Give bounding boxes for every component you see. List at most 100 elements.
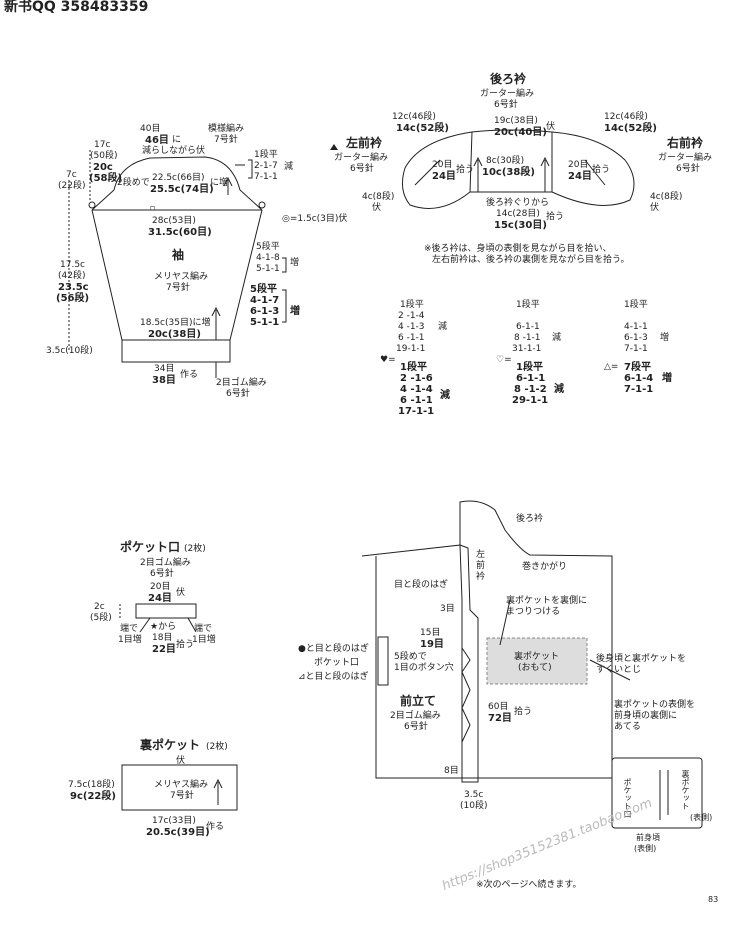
collar-right-top-2: 14c(52段) [604, 123, 657, 134]
sleeve-rib-note-2: 6号針 [226, 389, 250, 399]
sleeve-cast-on-1: 34目 [154, 364, 175, 374]
assembly-pocket-face-1: 裏ポケット [514, 652, 560, 662]
tri-sym: △= [604, 362, 619, 372]
heart-top-2: 2 -1-4 [398, 311, 425, 321]
collar-note-1: ※後ろ衿は、身頃の表側を見ながら目を拾い、 [424, 244, 612, 254]
dot-mark: ▫ [150, 203, 155, 212]
collar-right-outline [551, 131, 635, 206]
collar-right-pick-2: 24目 [568, 171, 592, 182]
oheart-top-3: 8 -1-1 [514, 333, 541, 343]
assembly-band-pattern-2: 6号針 [404, 722, 428, 732]
assembly-continued: ※次のページへ続きます。 [476, 880, 582, 890]
sleeve-inc-a-1: 5段平 [256, 242, 280, 252]
collar-left-title: 左前衿 [346, 136, 383, 150]
heart-top-1: 1段平 [400, 300, 424, 310]
pocket-edge-left-1: 2c [94, 602, 105, 612]
heart-bottom-4: 6 -1-1 [400, 395, 433, 406]
assembly-pocket-face-2: (おもて) [518, 663, 552, 673]
pocket-lining-top: 伏 [176, 756, 186, 766]
sleeve-title: 袖 [172, 248, 185, 262]
assembly-band-width-2: (10段) [460, 801, 488, 811]
heart-top-3: 4 -1-3 [398, 322, 425, 332]
sleeve-left-cap-1: 7c [66, 170, 77, 180]
heart-bottom-3: 4 -1-4 [400, 384, 433, 395]
pocket-edge-ends-right-2: 1目増 [192, 635, 216, 645]
assembly-button-hole-1: 5段めで [394, 652, 427, 662]
heart-bottom-1: 1段平 [400, 362, 427, 373]
sleeve-inc1-suffix: に増 [210, 178, 229, 188]
sleeve-inc-b-3: 6-1-3 [250, 306, 280, 317]
sleeve-cap-top-3: 減らしながら伏 [142, 146, 206, 156]
heart-bottom-2: 2 -1-6 [400, 373, 433, 384]
sleeve-inc2-2: 20c(38目) [148, 329, 201, 340]
assembly-left-collar-3: 衿 [476, 572, 486, 582]
sleeve-body-pattern-2: 7号針 [166, 283, 190, 293]
collar-left-top-2: 14c(52段) [396, 123, 449, 134]
collar-right-side-2: 伏 [650, 203, 660, 213]
assembly-lining-note-1: 裏ポケットの表側を [614, 700, 696, 710]
heart-bottom-5: 17-1-1 [398, 406, 435, 417]
pocket-lining-left-1: 7.5c(18段) [68, 780, 115, 790]
collar-back-top-2: 20c(40目) [494, 127, 547, 138]
inset-lining-2: (表側) [690, 813, 713, 822]
collar-back-top-suffix: 伏 [546, 122, 556, 132]
inset-lining-1: 裏ポケット [681, 770, 690, 810]
collar-bottom-2: 14c(28目) [496, 209, 540, 219]
collar-right-pick-1: 20目 [568, 160, 589, 170]
pocket-edge-from-2: 18目 [152, 633, 173, 643]
heart-top-label: 減 [438, 322, 448, 332]
sleeve-left-body-3: 23.5c [58, 282, 89, 293]
pocket-edge-from-3: 22目 [152, 644, 176, 655]
lining-pocket-shaded [486, 637, 588, 685]
oheart-bottom-2: 6-1-1 [516, 373, 546, 384]
pocket-lining-pattern-2: 7号針 [170, 791, 194, 801]
assembly-lining-attach-2: まつりつける [506, 607, 561, 617]
body-outline [361, 500, 613, 779]
oheart-top-label: 減 [552, 333, 562, 343]
sleeve-left-body-4: (56段) [56, 293, 90, 304]
collar-left-pick-suffix: 拾う [456, 165, 475, 175]
oheart-top-1: 1段平 [516, 300, 540, 310]
pocket-lining-left-2: 9c(22段) [70, 791, 116, 802]
collar-bottom-1: 後ろ衿ぐりから [486, 198, 550, 208]
inset-front-1: 前身頃 [636, 833, 660, 842]
sleeve-inc-b-label: 増 [290, 306, 300, 317]
pocket-lining-pattern-1: メリヤス編み [154, 780, 209, 790]
page-header-title: 新书QQ 358483359 [4, 0, 149, 15]
pocket-edge-title: ポケット口 [120, 540, 181, 554]
assembly-stitch-15-1: 15目 [420, 628, 441, 638]
collar-back-outline [469, 129, 553, 193]
sleeve-cap-top-suffix: に [172, 135, 182, 145]
pocket-lining-title: 裏ポケット [140, 738, 201, 752]
sleeve-inc1-b: 22.5c(66目) [152, 173, 205, 183]
sleeve-inc-a-label: 増 [290, 258, 300, 268]
sleeve-cast-on-2: 38目 [152, 375, 176, 386]
collar-left-pick-2: 24目 [432, 171, 456, 182]
tri-bottom-label: 増 [662, 373, 672, 384]
sleeve-inc-b-4: 5-1-1 [250, 317, 280, 328]
assembly-back-collar: 後ろ衿 [516, 514, 544, 524]
tri-top-3: 6-1-3 [624, 333, 648, 343]
heart-mark [330, 144, 338, 150]
sleeve-cap-top-1: 40目 [140, 124, 161, 134]
tri-top-1: 1段平 [624, 300, 648, 310]
sleeve-inc2-1: 18.5c(35目)に増 [140, 318, 211, 328]
collar-back-pattern-2: 6号針 [494, 100, 518, 110]
sleeve-inc-b-2: 4-1-7 [250, 295, 280, 306]
sleeve-pattern-1: 模様編み [208, 124, 245, 134]
sleeve-left-top-1: 17c [94, 140, 111, 150]
collar-left-top-1: 12c(46段) [392, 112, 436, 122]
oheart-bottom-1: 1段平 [516, 362, 543, 373]
inset-pocket-mouth: ポケット口 [623, 778, 632, 818]
collar-back-pattern-1: ガーター編み [480, 89, 535, 99]
sleeve-width-top-1: 28c(53目) [152, 216, 196, 226]
assembly-body-note-2: すくいとじ [596, 665, 642, 675]
collar-right-pick-suffix: 拾う [592, 165, 611, 175]
sleeve-rib-left: 3.5c(10段) [46, 346, 93, 356]
assembly-left-collar-2: 前 [476, 561, 486, 571]
collar-left-side-1: 4c(8段) [362, 192, 395, 202]
collar-back-title: 後ろ衿 [490, 72, 527, 86]
pocket-lining-count: (2枚) [206, 742, 228, 752]
assembly-graft: 目と段のはぎ [394, 580, 449, 590]
